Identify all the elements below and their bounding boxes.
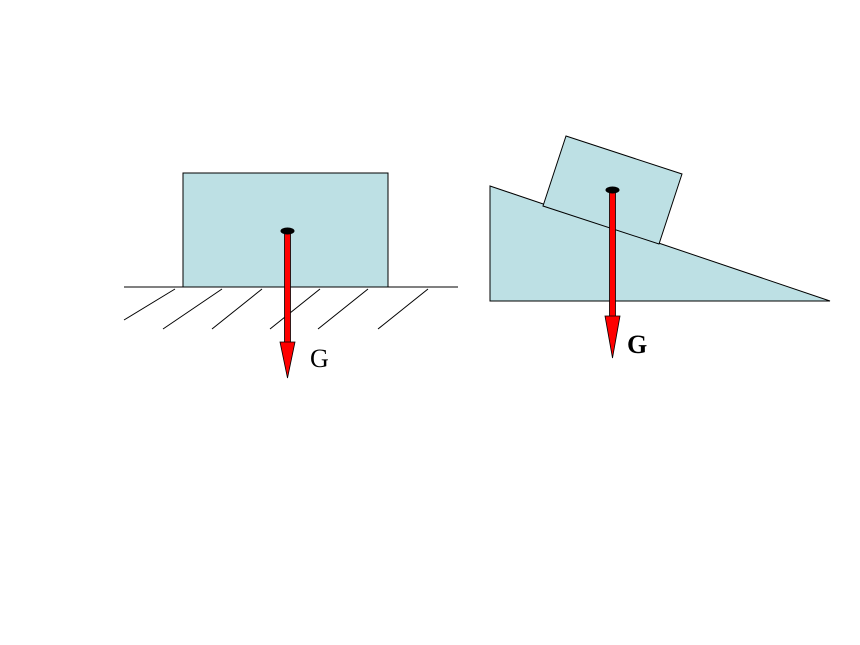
ground-hatching [123, 288, 429, 330]
gravity-arrow-left [279, 227, 296, 379]
incline-diagram: G [489, 135, 831, 359]
gravity-arrow-right [604, 186, 621, 359]
center-of-gravity-dot [280, 227, 295, 235]
flat-ground-diagram: G [123, 172, 458, 379]
gravity-label-right: G [627, 330, 647, 359]
center-of-gravity-dot [605, 186, 620, 194]
gravity-label-left: G [310, 344, 329, 373]
